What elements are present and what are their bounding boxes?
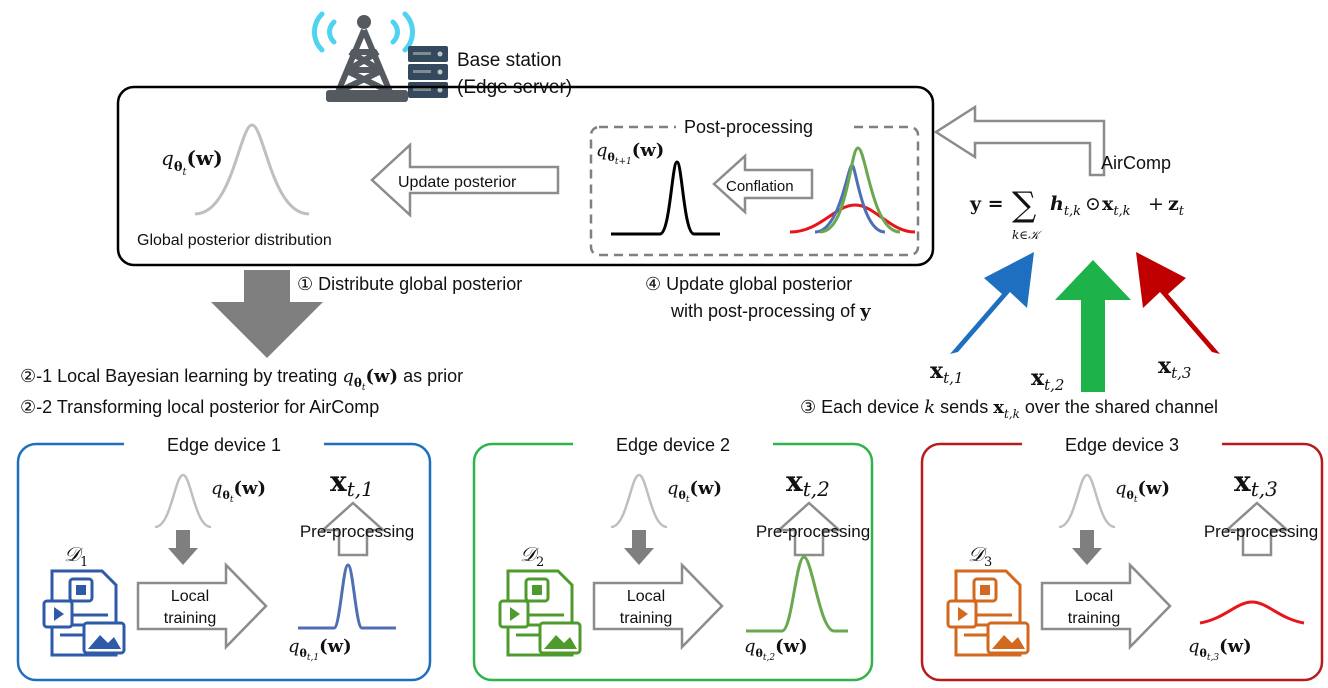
step1-label: ① Distribute global posterior	[297, 274, 522, 294]
device-output-label: xt,3	[1234, 465, 1278, 501]
conflation-green-curve	[819, 146, 901, 234]
aircomp-label: AirComp	[1101, 153, 1171, 173]
aircomp-equation: y = ∑ k∈𝒦 ht,k ⊙ xt,k + zt	[969, 185, 1185, 242]
signal-arrow-2	[1055, 260, 1131, 392]
local-training-label-1: Local	[1075, 588, 1113, 605]
edge-device-title: Edge device 3	[1065, 435, 1179, 455]
global-q-symbol: qθt(w)	[161, 146, 223, 178]
prior-curve	[154, 473, 212, 529]
local-posterior-q-symbol: qθt,3(w)	[1188, 636, 1252, 663]
step4-label-line2: with post-processing of y	[670, 301, 871, 322]
base-station-box	[116, 85, 935, 267]
prior-curve	[610, 473, 668, 529]
prior-q-symbol: qθt(w)	[211, 478, 266, 505]
local-training-label-2: training	[1068, 610, 1120, 627]
device-output-label: xt,2	[786, 465, 830, 501]
local-training-arrow	[592, 561, 724, 651]
edge-device-title: Edge device 2	[616, 435, 730, 455]
server-rack-icon	[408, 46, 448, 98]
dataset-document-icon	[498, 569, 582, 657]
step2-2-label: ②-2 Transforming local posterior for Air…	[20, 397, 379, 417]
aircomp-return-arrow	[933, 104, 1106, 177]
pre-processing-label: Pre-processing	[300, 522, 414, 541]
local-posterior-q-symbol: qθt,1(w)	[288, 636, 352, 663]
step4-label-line1: ④ Update global posterior	[645, 274, 852, 294]
local-training-label-2: training	[164, 610, 216, 627]
svg-text:∑: ∑	[1012, 185, 1036, 225]
dataset-label: 𝒟2	[520, 542, 544, 570]
local-posterior-curve	[746, 555, 848, 633]
local-posterior-curve	[1199, 600, 1305, 625]
conflation-label: Conflation	[726, 178, 794, 195]
pre-processing-label: Pre-processing	[756, 522, 870, 541]
pre-processing-label: Pre-processing	[1204, 522, 1318, 541]
svg-text:y =: y =	[969, 193, 1004, 215]
prior-q-symbol: qθt(w)	[667, 478, 722, 505]
signal-label-2: xt,2	[1031, 365, 1064, 394]
pre-processing-arrow	[1223, 501, 1291, 557]
pre-processing-arrow	[775, 501, 843, 557]
svg-text:+: +	[1148, 193, 1164, 215]
dataset-label: 𝒟1	[64, 542, 88, 570]
update-posterior-label: Update posterior	[398, 174, 517, 191]
signal-label-3: xt,3	[1158, 353, 1191, 382]
antenna-tower-icon	[312, 11, 415, 102]
next-q-symbol: qθt+1(w)	[596, 140, 664, 167]
dataset-label: 𝒟3	[968, 542, 992, 570]
dataset-document-icon	[946, 569, 1030, 657]
local-training-label-1: Local	[171, 588, 209, 605]
device-output-label: xt,1	[330, 465, 374, 501]
global-posterior-label: Global posterior distribution	[137, 232, 332, 249]
dataset-document-icon	[42, 569, 126, 657]
local-training-label-1: Local	[627, 588, 665, 605]
local-posterior-curve	[298, 563, 396, 630]
prior-down-arrow	[1072, 530, 1102, 565]
prior-down-arrow	[624, 530, 654, 565]
local-training-label-2: training	[620, 610, 672, 627]
conflation-arrow	[712, 153, 814, 215]
pre-processing-arrow	[319, 501, 387, 557]
signal-label-1: xt,1	[930, 358, 963, 387]
local-training-arrow	[1040, 561, 1172, 651]
global-posterior-curve	[194, 123, 310, 216]
base-station-title: Base station	[457, 50, 562, 71]
step2-1-label: ②-1 Local Bayesian learning by treating …	[20, 366, 463, 393]
step3-label: ③ Each device k sends xt,k over the shar…	[800, 397, 1218, 422]
local-training-arrow	[136, 561, 268, 651]
conflation-red-curve	[789, 203, 916, 234]
prior-curve	[1058, 473, 1116, 529]
post-processing-label: Post-processing	[684, 117, 813, 137]
svg-text:xt,k: xt,k	[1102, 193, 1131, 219]
distribute-arrow	[211, 270, 323, 358]
svg-text:zt: zt	[1168, 193, 1185, 219]
prior-q-symbol: qθt(w)	[1115, 478, 1170, 505]
signal-arrow-3	[1136, 252, 1220, 354]
local-posterior-q-symbol: qθt,2(w)	[744, 636, 808, 663]
edge-device-title: Edge device 1	[167, 435, 281, 455]
prior-down-arrow	[168, 530, 198, 565]
signal-arrow-1	[950, 252, 1034, 354]
svg-text:k∈𝒦: k∈𝒦	[1012, 228, 1043, 242]
next-posterior-curve	[611, 160, 720, 236]
update-posterior-arrow	[370, 142, 560, 218]
svg-text:ht,k: ht,k	[1050, 193, 1081, 219]
svg-text:⊙: ⊙	[1085, 193, 1101, 215]
